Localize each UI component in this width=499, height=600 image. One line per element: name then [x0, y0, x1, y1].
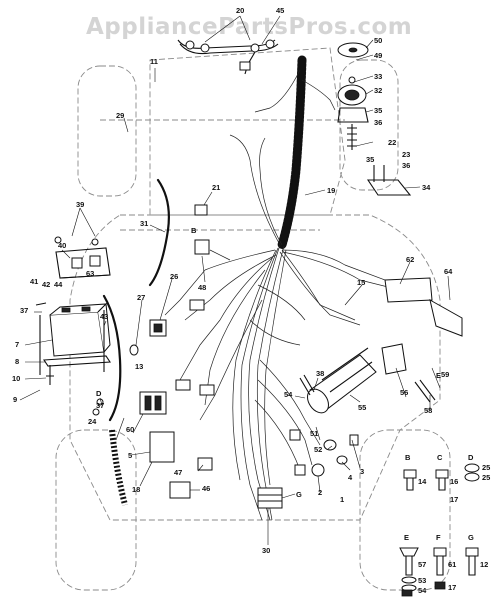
- callout-labels: 20 45 50 49 11 33 32 35 36 29 22 35 23 3…: [12, 6, 453, 555]
- battery-cables: [102, 178, 170, 506]
- bracket-34: [366, 165, 412, 196]
- callout-59: 59: [441, 370, 449, 379]
- callout-11: 11: [150, 57, 158, 66]
- callout-13: 13: [135, 362, 143, 371]
- callout-35b: 35: [366, 155, 374, 164]
- callout-B1: B: [191, 226, 197, 235]
- hardware-key: [399, 463, 480, 597]
- battery-assembly: [39, 236, 111, 385]
- key-letter-E: E: [404, 533, 409, 542]
- callout-23: 23: [402, 150, 410, 159]
- leader-lines: [19, 15, 451, 545]
- callout-58: 58: [424, 406, 432, 415]
- key-part-54: 54: [418, 586, 427, 595]
- callout-34: 34: [422, 183, 431, 192]
- callout-20: 20: [236, 6, 244, 15]
- callout-35: 35: [374, 106, 382, 115]
- callout-7: 7: [15, 340, 19, 349]
- callout-1: 1: [340, 495, 344, 504]
- callout-D1: D: [96, 389, 102, 398]
- callout-24: 24: [88, 417, 97, 426]
- starter-motor: [307, 277, 463, 414]
- callout-44: 44: [54, 280, 63, 289]
- callout-8: 8: [15, 357, 19, 366]
- callout-15: 15: [357, 278, 365, 287]
- key-part-25b: 25: [482, 473, 490, 482]
- callout-60: 60: [126, 425, 134, 434]
- callout-63: 63: [86, 269, 94, 278]
- key-part-16: 16: [450, 477, 458, 486]
- callout-36: 36: [374, 118, 382, 127]
- key-letter-B: B: [405, 453, 411, 462]
- callout-46: 46: [202, 484, 210, 493]
- callout-62: 62: [406, 255, 414, 264]
- callout-2: 2: [318, 488, 322, 497]
- key-part-14: 14: [418, 477, 427, 486]
- callout-29: 29: [116, 111, 124, 120]
- callout-32: 32: [374, 86, 382, 95]
- callout-37b: 37: [96, 401, 104, 410]
- callout-5: 5: [128, 451, 132, 460]
- key-part-17a: 17: [450, 495, 458, 504]
- callout-49: 49: [374, 51, 382, 60]
- callout-43: 43: [100, 312, 108, 321]
- main-harness-sleeve: [277, 55, 307, 250]
- callout-48: 48: [198, 283, 206, 292]
- callout-45: 45: [276, 6, 284, 15]
- key-letter-C: C: [437, 453, 443, 462]
- watermark: AppliancePartsPros.com: [86, 14, 412, 40]
- chassis-outline: [55, 47, 451, 591]
- callout-27: 27: [137, 293, 145, 302]
- callout-64: 64: [444, 267, 453, 276]
- callout-19: 19: [327, 186, 335, 195]
- callout-30: 30: [262, 546, 270, 555]
- wire-bundle: [164, 69, 401, 521]
- callout-22: 22: [388, 138, 396, 147]
- callout-56: 56: [400, 388, 408, 397]
- callout-9: 9: [13, 395, 17, 404]
- callout-52: 52: [314, 445, 322, 454]
- callout-37: 37: [20, 306, 28, 315]
- top-harness-bracket: [177, 39, 279, 75]
- callout-55: 55: [358, 403, 366, 412]
- callout-26: 26: [170, 272, 178, 281]
- callout-47: 47: [174, 468, 182, 477]
- key-letter-D: D: [468, 453, 474, 462]
- callout-40: 40: [58, 241, 66, 250]
- callout-36b: 36: [402, 161, 410, 170]
- callout-54: 54: [284, 390, 293, 399]
- callout-3: 3: [360, 467, 364, 476]
- key-part-12: 12: [480, 560, 488, 569]
- key-part-53: 53: [418, 576, 426, 585]
- callout-18: 18: [132, 485, 140, 494]
- key-part-57: 57: [418, 560, 426, 569]
- battery-hold-down: [35, 302, 105, 416]
- key-letter-G: G: [468, 533, 474, 542]
- key-part-17b: 17: [448, 583, 456, 592]
- key-part-25a: 25: [482, 463, 490, 472]
- callout-42: 42: [42, 280, 50, 289]
- pto-clutch-parts: [337, 42, 369, 150]
- callout-10: 10: [12, 374, 20, 383]
- key-letter-F: F: [436, 533, 441, 542]
- callout-50: 50: [374, 36, 382, 45]
- callout-G1: G: [296, 490, 302, 499]
- callout-E1: E: [436, 371, 441, 380]
- callout-38: 38: [316, 369, 324, 378]
- callout-21: 21: [212, 183, 220, 192]
- callout-4: 4: [348, 473, 353, 482]
- callout-51: 51: [310, 429, 318, 438]
- callout-31: 31: [140, 219, 148, 228]
- callout-39: 39: [76, 200, 84, 209]
- switch-components: [129, 204, 215, 499]
- hardware-key-labels: B 14 C 16 D 25 25 17 E 57 53 54 F 61 17 …: [404, 453, 490, 595]
- callout-33: 33: [374, 72, 382, 81]
- key-part-61: 61: [448, 560, 456, 569]
- callout-41: 41: [30, 277, 38, 286]
